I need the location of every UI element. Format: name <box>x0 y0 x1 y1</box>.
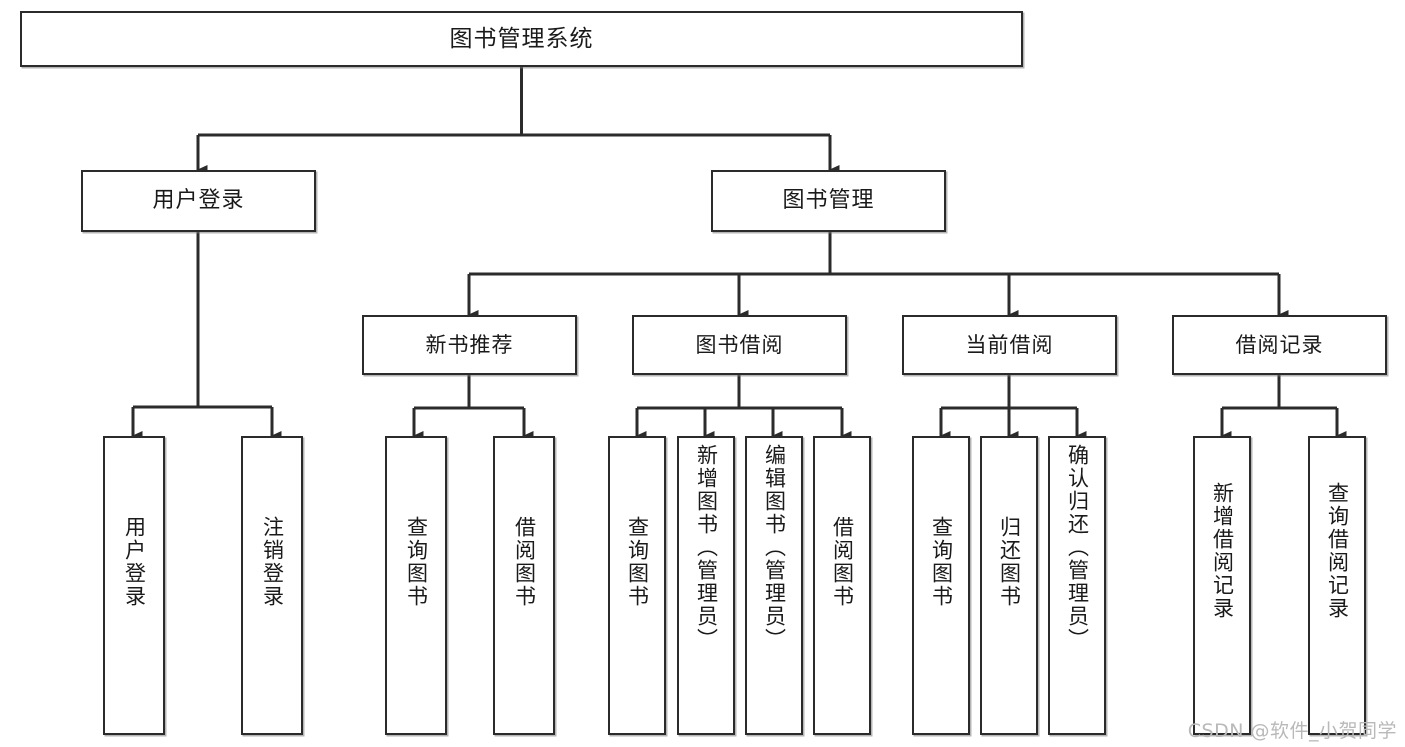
leaf-newbook-query-book-label: 查询图书 <box>404 516 429 608</box>
leaf-current-confirm-return-label: 确认归还（管理员） <box>1065 444 1090 651</box>
leaf-record-query-label: 查询借阅记录 <box>1325 482 1350 620</box>
node-new-book-recommend-label: 新书推荐 <box>425 332 514 357</box>
node-book-borrow-label: 图书借阅 <box>695 332 784 357</box>
leaf-newbook-borrow-book[interactable]: 借阅图书 <box>493 436 555 735</box>
leaf-current-return-book-label: 归还图书 <box>997 516 1022 608</box>
leaf-current-return-book[interactable]: 归还图书 <box>980 436 1038 735</box>
node-book-management-label: 图书管理 <box>782 188 875 214</box>
leaf-borrow-edit-book[interactable]: 编辑图书（管理员） <box>745 436 803 735</box>
leaf-borrow-lend-book-label: 借阅图书 <box>830 516 855 608</box>
leaf-user-logout[interactable]: 注销登录 <box>241 436 303 735</box>
leaf-newbook-borrow-book-label: 借阅图书 <box>512 516 537 608</box>
leaf-user-login-label: 用户登录 <box>122 516 147 608</box>
node-root[interactable]: 图书管理系统 <box>20 11 1023 67</box>
leaf-borrow-query-book-label: 查询图书 <box>625 516 650 608</box>
leaf-record-add-label: 新增借阅记录 <box>1210 482 1235 620</box>
node-borrow-record[interactable]: 借阅记录 <box>1172 315 1387 375</box>
leaf-newbook-query-book[interactable]: 查询图书 <box>385 436 447 735</box>
leaf-current-query-book[interactable]: 查询图书 <box>912 436 970 735</box>
node-book-borrow[interactable]: 图书借阅 <box>632 315 847 375</box>
leaf-current-confirm-return[interactable]: 确认归还（管理员） <box>1048 436 1106 735</box>
node-book-management[interactable]: 图书管理 <box>711 170 946 232</box>
leaf-record-add[interactable]: 新增借阅记录 <box>1193 436 1251 735</box>
leaf-user-logout-label: 注销登录 <box>260 516 285 608</box>
leaf-borrow-add-book-label: 新增图书（管理员） <box>694 444 719 651</box>
leaf-current-query-book-label: 查询图书 <box>929 516 954 608</box>
node-current-borrow[interactable]: 当前借阅 <box>902 315 1117 375</box>
node-borrow-record-label: 借阅记录 <box>1235 332 1324 357</box>
leaf-borrow-lend-book[interactable]: 借阅图书 <box>813 436 871 735</box>
node-new-book-recommend[interactable]: 新书推荐 <box>362 315 577 375</box>
leaf-borrow-add-book[interactable]: 新增图书（管理员） <box>677 436 735 735</box>
node-user-login[interactable]: 用户登录 <box>81 170 316 232</box>
node-current-borrow-label: 当前借阅 <box>965 332 1054 357</box>
node-user-login-label: 用户登录 <box>152 188 245 214</box>
leaf-record-query[interactable]: 查询借阅记录 <box>1308 436 1366 735</box>
leaf-user-login[interactable]: 用户登录 <box>103 436 165 735</box>
leaf-borrow-query-book[interactable]: 查询图书 <box>608 436 666 735</box>
node-root-label: 图书管理系统 <box>449 25 594 52</box>
leaf-borrow-edit-book-label: 编辑图书（管理员） <box>762 444 787 651</box>
